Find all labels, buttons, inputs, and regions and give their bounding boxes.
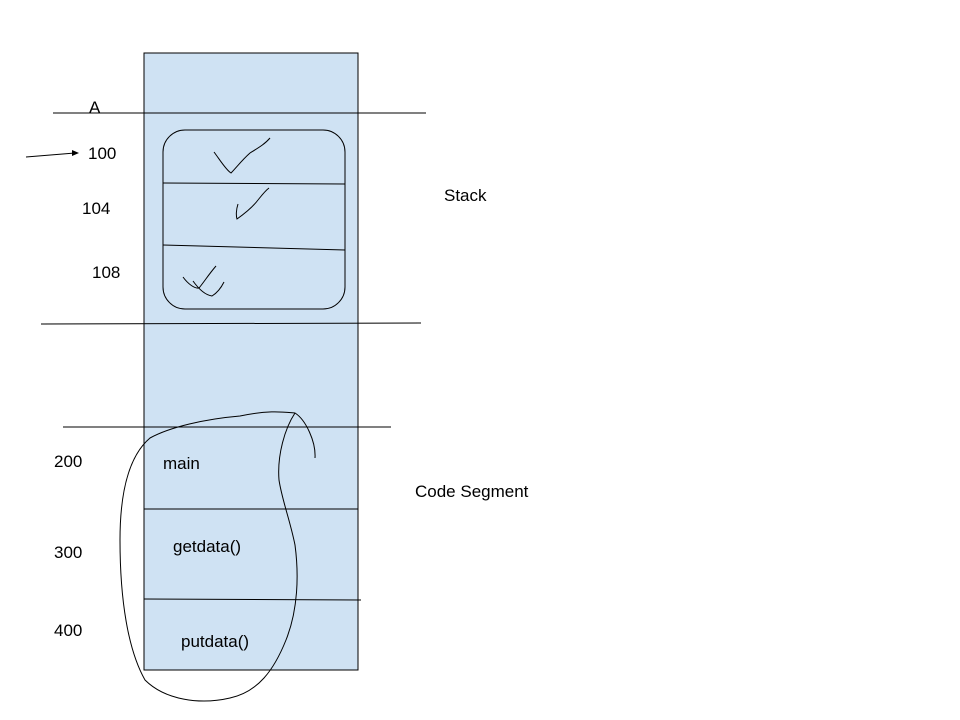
address-200: 200 (54, 452, 83, 471)
stack-region-label: Stack (444, 186, 487, 205)
object-divider-2 (162, 244, 346, 251)
checkmark-3 (182, 265, 225, 297)
pointer-arrow-head (72, 150, 79, 156)
memory-column (143, 52, 359, 671)
code-divider-2 (143, 598, 362, 601)
address-108: 108 (92, 263, 121, 282)
address-300: 300 (54, 543, 83, 562)
checkmark-1 (213, 137, 271, 174)
object-box (162, 129, 346, 310)
code-segment-getdata: getdata() (173, 537, 242, 556)
code-region-label: Code Segment (415, 482, 529, 501)
address-100: 100 (88, 144, 117, 163)
code-segment-scribble (119, 411, 316, 702)
pointer-label: A (89, 98, 101, 117)
checkmark-2 (235, 187, 270, 220)
address-400: 400 (54, 621, 83, 640)
address-104: 104 (82, 199, 111, 218)
pointer-arrow (25, 152, 76, 158)
code-segment-putdata: putdata() (181, 632, 250, 651)
code-segment-main: main (163, 454, 200, 473)
object-divider-1 (162, 182, 346, 185)
stack-bottom-line (40, 322, 422, 325)
